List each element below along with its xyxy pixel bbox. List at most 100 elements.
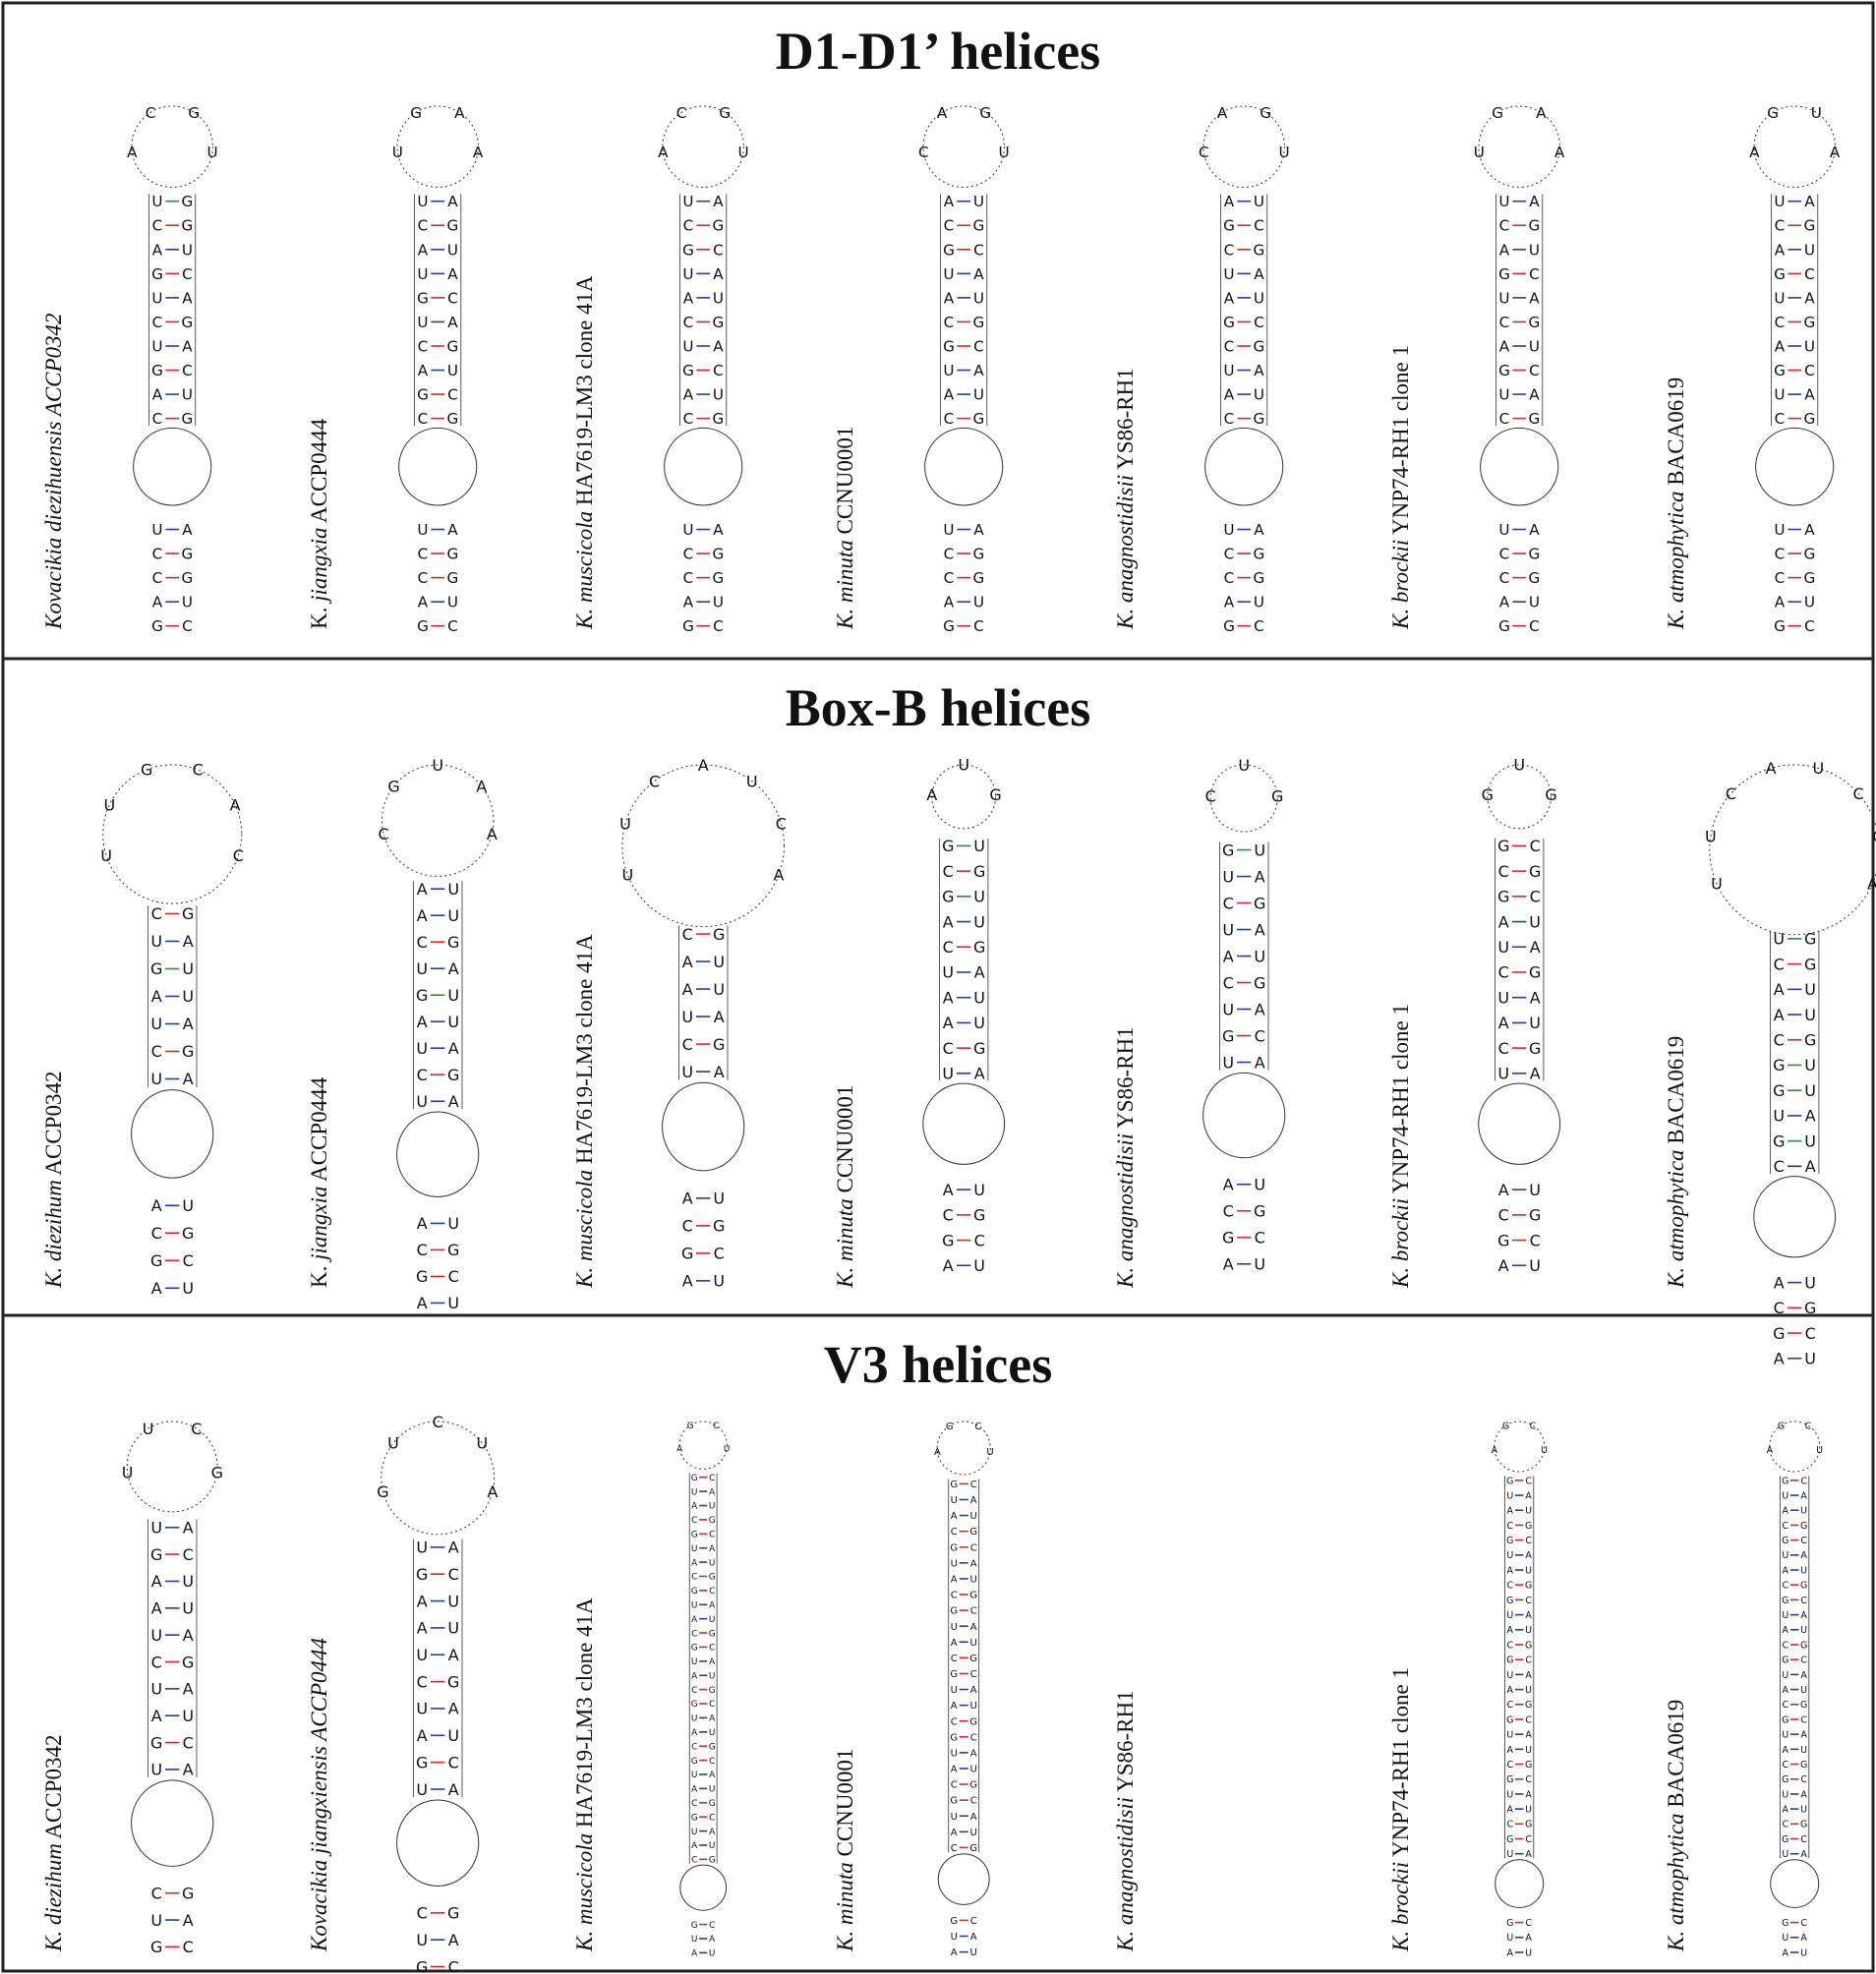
loop-nucleotide: A [926, 785, 937, 804]
closing-nucleotide-right: C [1525, 1918, 1532, 1929]
closing-nucleotide-left: G [1223, 617, 1235, 635]
stem-nucleotide-right: C [1804, 362, 1815, 379]
hairpin-loop [1202, 105, 1285, 188]
stem-nucleotide-right: G [1525, 1581, 1532, 1592]
closing-nucleotide-right: C [183, 1251, 194, 1270]
stem-nucleotide-left: G [150, 1545, 162, 1564]
structure-5: K. anagnostidisii YS86-RH1 [1113, 1690, 1138, 1952]
stem-nucleotide-left: G [1782, 1834, 1788, 1845]
stem-nucleotide-left: U [682, 265, 693, 283]
stem-nucleotide-right: G [1254, 337, 1265, 355]
stem-nucleotide-left: U [1506, 1730, 1513, 1741]
stem-nucleotide-right: U [447, 362, 458, 379]
stem-nucleotide-left: C [691, 1629, 697, 1639]
stem-nucleotide-left: U [1497, 1065, 1509, 1083]
loop-nucleotide: A [1536, 104, 1547, 122]
stem-nucleotide-right: G [1254, 241, 1265, 259]
stem-nucleotide-right: G [1529, 314, 1541, 331]
loop-nucleotide: A [676, 1444, 683, 1454]
loop-nucleotide: C [1805, 1421, 1812, 1431]
species-label-part: K. atmophytica [1664, 1813, 1688, 1952]
species-label-part: BACA0619 [1664, 1700, 1688, 1814]
stem-nucleotide-right: U [447, 986, 459, 1005]
stem-nucleotide-left: C [683, 217, 694, 235]
loop-nucleotide: C [193, 761, 204, 780]
closing-nucleotide-right: G [973, 546, 985, 563]
hairpin-loop [1769, 1421, 1821, 1473]
closing-nucleotide-left: G [1498, 617, 1510, 635]
stem-nucleotide-left: G [1498, 265, 1510, 283]
species-label-part: K. diezihum [41, 1180, 66, 1289]
stem-nucleotide-left: C [1782, 1521, 1788, 1532]
loop-nucleotide: C [676, 104, 687, 122]
internal-loop [1755, 427, 1835, 506]
loop-nucleotide: G [211, 1463, 223, 1481]
stem-nucleotide-right: C [970, 1606, 977, 1617]
stem-nucleotide-left: U [951, 1495, 958, 1506]
loop-nucleotide: A [1749, 144, 1760, 161]
stem-nucleotide-left: G [416, 1753, 428, 1771]
species-label: K. muscicola HA7619-LM3 clone 41A [572, 1597, 597, 1952]
loop-nucleotide: G [1778, 1421, 1785, 1431]
loop-nucleotide: G [989, 785, 1001, 804]
stem-nucleotide-left: A [417, 1592, 428, 1610]
stem-nucleotide-left: A [1507, 1805, 1514, 1816]
closing-nucleotide-left: C [417, 1904, 428, 1923]
stem-nucleotide-right: A [713, 193, 724, 210]
closing-nucleotide-right: C [447, 617, 458, 635]
stem-nucleotide-right: C [1254, 314, 1264, 331]
stem-nucleotide-left: C [1224, 241, 1235, 259]
closing-nucleotide-right: G [1254, 1201, 1265, 1220]
stem-nucleotide-left: U [1782, 1730, 1788, 1741]
stem-nucleotide-right: C [182, 362, 193, 379]
panel-border [1, 1313, 1875, 1973]
stem-nucleotide-left: G [1774, 265, 1786, 283]
species-label: K. atmophytica BACA0619 [1664, 1036, 1688, 1289]
stem-nucleotide-left: C [1775, 410, 1786, 428]
species-label-part: K. anagnostidisii [1113, 1797, 1138, 1952]
hairpin-loop [1753, 105, 1836, 188]
stem-nucleotide-right: U [1804, 1081, 1816, 1100]
stem-nucleotide-right: U [713, 980, 725, 999]
stem-nucleotide-right: U [1804, 241, 1815, 259]
closing-nucleotide-left: U [1774, 521, 1785, 539]
stem-nucleotide-right: A [448, 1700, 459, 1718]
stem-nucleotide-left: G [691, 1474, 698, 1483]
closing-nucleotide-right: A [447, 521, 458, 539]
stem-nucleotide-right: G [1525, 1640, 1532, 1651]
stem-nucleotide-right: G [1525, 1760, 1532, 1771]
species-label-part: K. [307, 602, 331, 629]
loop-nucleotide: G [410, 104, 422, 122]
closing-nucleotide-right: U [447, 594, 458, 611]
stem-nucleotide-left: U [691, 1828, 698, 1837]
internal-loop [1478, 1082, 1561, 1165]
closing-nucleotide-right: C [183, 1938, 194, 1956]
stem-nucleotide-right: G [1800, 1820, 1807, 1830]
stem-nucleotide-left: U [1782, 1789, 1788, 1800]
stem-nucleotide-left: G [1506, 1774, 1513, 1785]
species-label-part: BACA0619 [1664, 377, 1688, 492]
stem-nucleotide-left: U [691, 1657, 698, 1667]
stem-nucleotide-right: G [969, 1716, 977, 1727]
stem-nucleotide-right: U [970, 1701, 977, 1712]
stem-nucleotide-left: A [1783, 1685, 1789, 1696]
stem-nucleotide-right: U [709, 1615, 716, 1625]
stem-nucleotide-left: U [1782, 1670, 1788, 1681]
stem-nucleotide-left: C [1782, 1700, 1788, 1711]
stem-nucleotide-right: A [1525, 1670, 1532, 1681]
loop-nucleotide: A [127, 144, 138, 161]
species-label-part: YS86-RH1 [1113, 1690, 1138, 1796]
loop-nucleotide: G [946, 1422, 954, 1432]
closing-nucleotide-left: A [1774, 1273, 1785, 1292]
stem-nucleotide-right: U [182, 1707, 194, 1725]
loop-nucleotide: U [103, 795, 115, 814]
stem-nucleotide-left: A [691, 1841, 698, 1851]
loop-nucleotide: U [1711, 874, 1723, 893]
closing-nucleotide-right: C [714, 1245, 725, 1263]
loop-nucleotide: A [658, 144, 669, 161]
closing-nucleotide-right: G [182, 1224, 194, 1243]
stem-nucleotide-left: C [682, 1035, 693, 1054]
